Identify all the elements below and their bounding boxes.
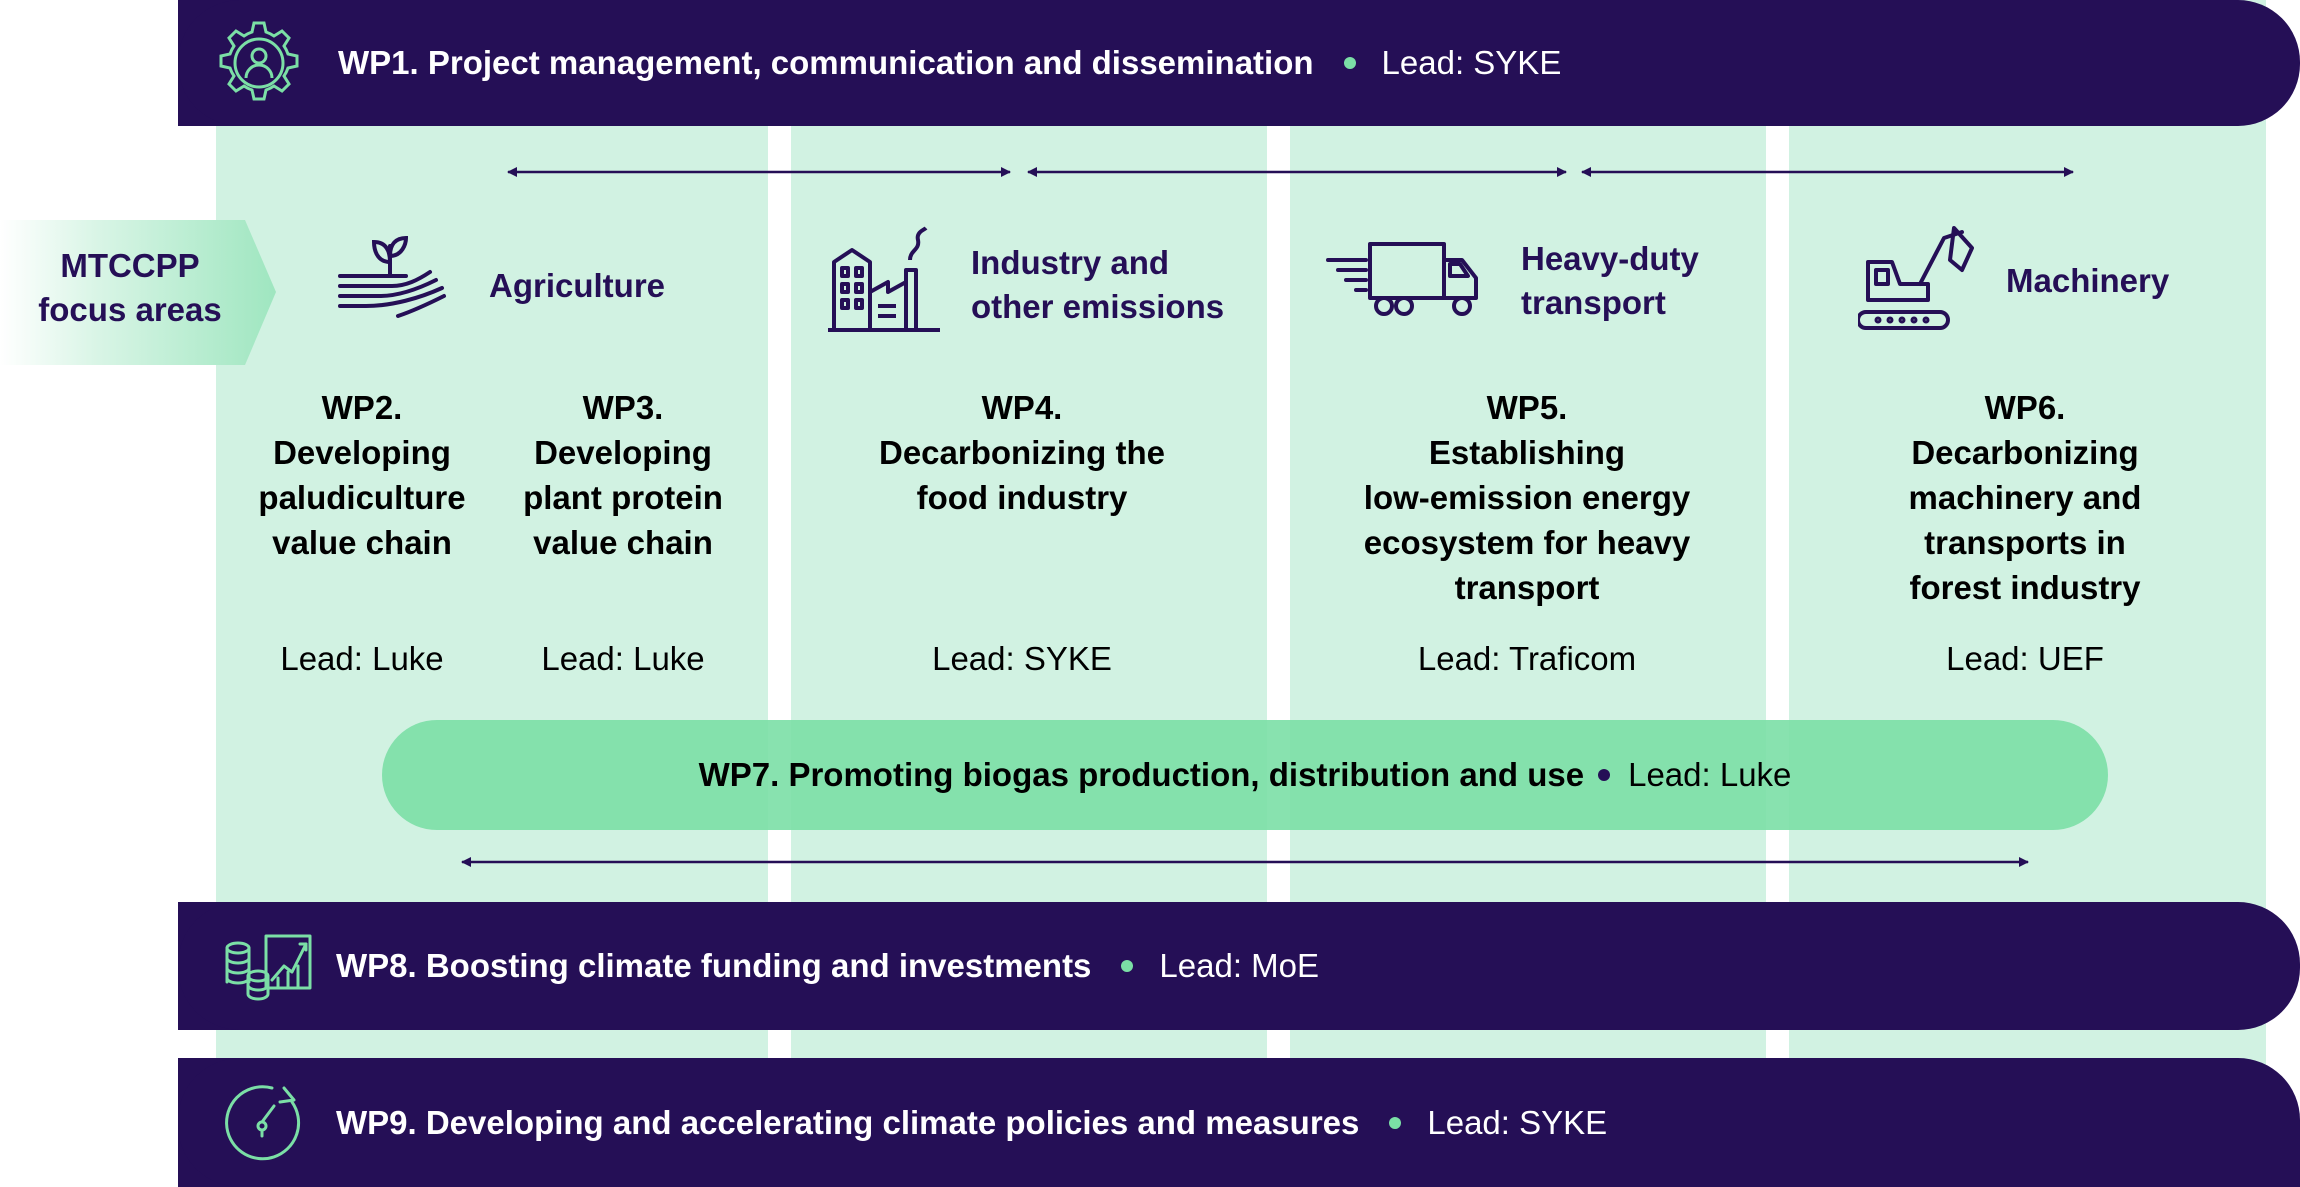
plant-field-icon xyxy=(338,236,446,318)
bullet-dot xyxy=(1121,960,1134,972)
wp2-block: WP2. Developing paludiculture value chai… xyxy=(258,389,466,561)
coins-chart-icon xyxy=(225,934,312,1001)
wp3-lead: Lead: Luke xyxy=(541,640,705,677)
wp4-block: WP4. Decarbonizing the food industry xyxy=(878,389,1166,516)
focus-label-line2: focus areas xyxy=(38,291,222,328)
top-arrows xyxy=(507,167,2074,177)
wp5-block: WP5. Establishing low-emission energy ec… xyxy=(1363,389,1691,606)
focus-areas-chevron xyxy=(0,220,276,365)
truck-icon xyxy=(1326,242,1478,316)
wp8-band: WP8. Boosting climate funding and invest… xyxy=(178,902,2300,1030)
wp9-lead: Lead: SYKE xyxy=(1427,1103,1608,1141)
focus-label-line1: MTCCPP xyxy=(60,247,200,284)
focus-agriculture-label: Agriculture xyxy=(489,267,666,304)
wp2-lead: Lead: Luke xyxy=(280,640,444,677)
bullet-dot xyxy=(1343,57,1356,69)
focus-transport-label: Heavy-duty transport xyxy=(1521,240,1699,321)
wp3-block: WP3. Developing plant protein value chai… xyxy=(523,389,723,561)
bullet-dot xyxy=(1598,769,1611,781)
wp6-block: WP6. Decarbonizing machinery and transpo… xyxy=(1908,389,2142,606)
wp1-band: WP1. Project management, communication a… xyxy=(178,0,2300,126)
wp9-title: WP9. Developing and accelerating climate… xyxy=(336,1103,1360,1141)
bottom-arrow xyxy=(461,857,2029,867)
wp9-band: WP9. Developing and accelerating climate… xyxy=(178,1058,2300,1187)
focus-areas-label: MTCCPP focus areas xyxy=(30,244,230,332)
excavator-icon xyxy=(1858,226,1974,330)
wp4-lead: Lead: SYKE xyxy=(932,640,1112,677)
wp7-title: WP7. Promoting biogas production, distri… xyxy=(698,756,1585,793)
bullet-dot xyxy=(1389,1116,1402,1129)
wp7-lead: Lead: Luke xyxy=(1628,756,1792,793)
wp8-lead: Lead: MoE xyxy=(1159,947,1320,984)
focus-industry-label: Industry and other emissions xyxy=(971,244,1225,325)
wp6-lead: Lead: UEF xyxy=(1946,640,2104,677)
wp8-title: WP8. Boosting climate funding and invest… xyxy=(336,947,1092,984)
wp7-pill: WP7. Promoting biogas production, distri… xyxy=(382,720,2108,830)
wp1-title: WP1. Project management, communication a… xyxy=(338,44,1314,81)
wp5-lead: Lead: Traficom xyxy=(1417,640,1637,677)
wp1-lead: Lead: SYKE xyxy=(1381,44,1562,81)
focus-machinery-label: Machinery xyxy=(2006,262,2170,299)
gear-person-icon xyxy=(219,21,299,101)
speedometer-icon xyxy=(225,1085,300,1161)
factory-icon xyxy=(828,226,940,332)
